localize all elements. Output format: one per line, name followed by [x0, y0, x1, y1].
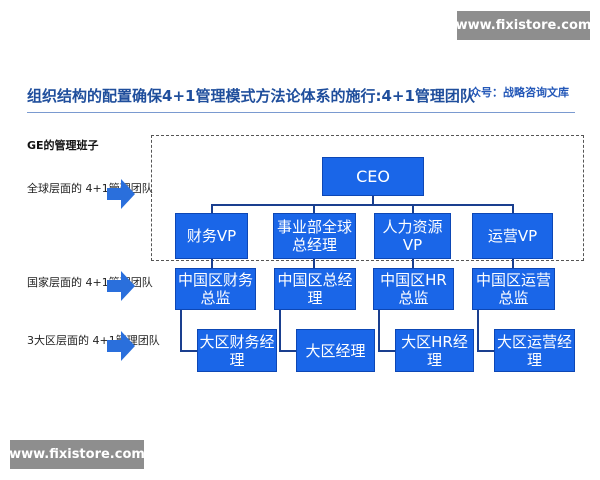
regional-manager-node: 大区经理 — [296, 329, 375, 372]
watermark-bottom: www.fixistore.com — [9, 440, 145, 469]
arrow-right-icon — [107, 179, 135, 209]
connector-line — [378, 350, 395, 352]
connector-line — [313, 259, 315, 268]
connector-line — [279, 310, 281, 351]
connector-line — [512, 204, 514, 213]
connector-line — [313, 204, 315, 213]
connector-line — [412, 204, 414, 213]
group-label: GE的管理班子 — [27, 139, 99, 152]
connector-line — [378, 310, 380, 351]
finance-vp-node: 财务VP — [175, 213, 248, 259]
connector-line — [211, 259, 213, 268]
ceo-node: CEO — [322, 157, 424, 196]
arrow-right-icon — [107, 271, 135, 301]
page-title: 组织结构的配置确保4+1管理模式方法论体系的施行:4+1管理团队 — [27, 87, 475, 105]
connector-line — [211, 204, 213, 213]
connector-line — [477, 310, 479, 351]
regional-operations-manager-node: 大区运营经 理 — [494, 329, 575, 372]
arrow-right-icon — [107, 331, 135, 361]
connector-line — [180, 310, 182, 351]
china-hr-director-node: 中国区HR 总监 — [373, 268, 454, 310]
source-label: 众号：战略咨询文库 — [470, 86, 569, 99]
connector-line — [211, 204, 514, 206]
regional-finance-manager-node: 大区财务经 理 — [197, 329, 277, 372]
hr-vp-node: 人力资源 VP — [374, 213, 451, 259]
title-divider — [27, 112, 575, 113]
bu-global-gm-node: 事业部全球 总经理 — [273, 213, 356, 259]
china-operations-director-node: 中国区运营 总监 — [472, 268, 555, 310]
connector-line — [372, 196, 374, 204]
connector-line — [279, 350, 296, 352]
china-finance-director-node: 中国区财务 总监 — [175, 268, 256, 310]
regional-hr-manager-node: 大区HR经 理 — [395, 329, 474, 372]
level-label-regional: 3大区层面的 4+1管理团队 — [27, 334, 160, 347]
operations-vp-node: 运营VP — [472, 213, 553, 259]
connector-line — [512, 259, 514, 268]
connector-line — [477, 350, 494, 352]
connector-line — [412, 259, 414, 268]
global-team-boundary — [151, 135, 584, 261]
china-gm-node: 中国区总经 理 — [274, 268, 356, 310]
connector-line — [180, 350, 197, 352]
watermark-top: www.fixistore.com — [456, 11, 591, 40]
